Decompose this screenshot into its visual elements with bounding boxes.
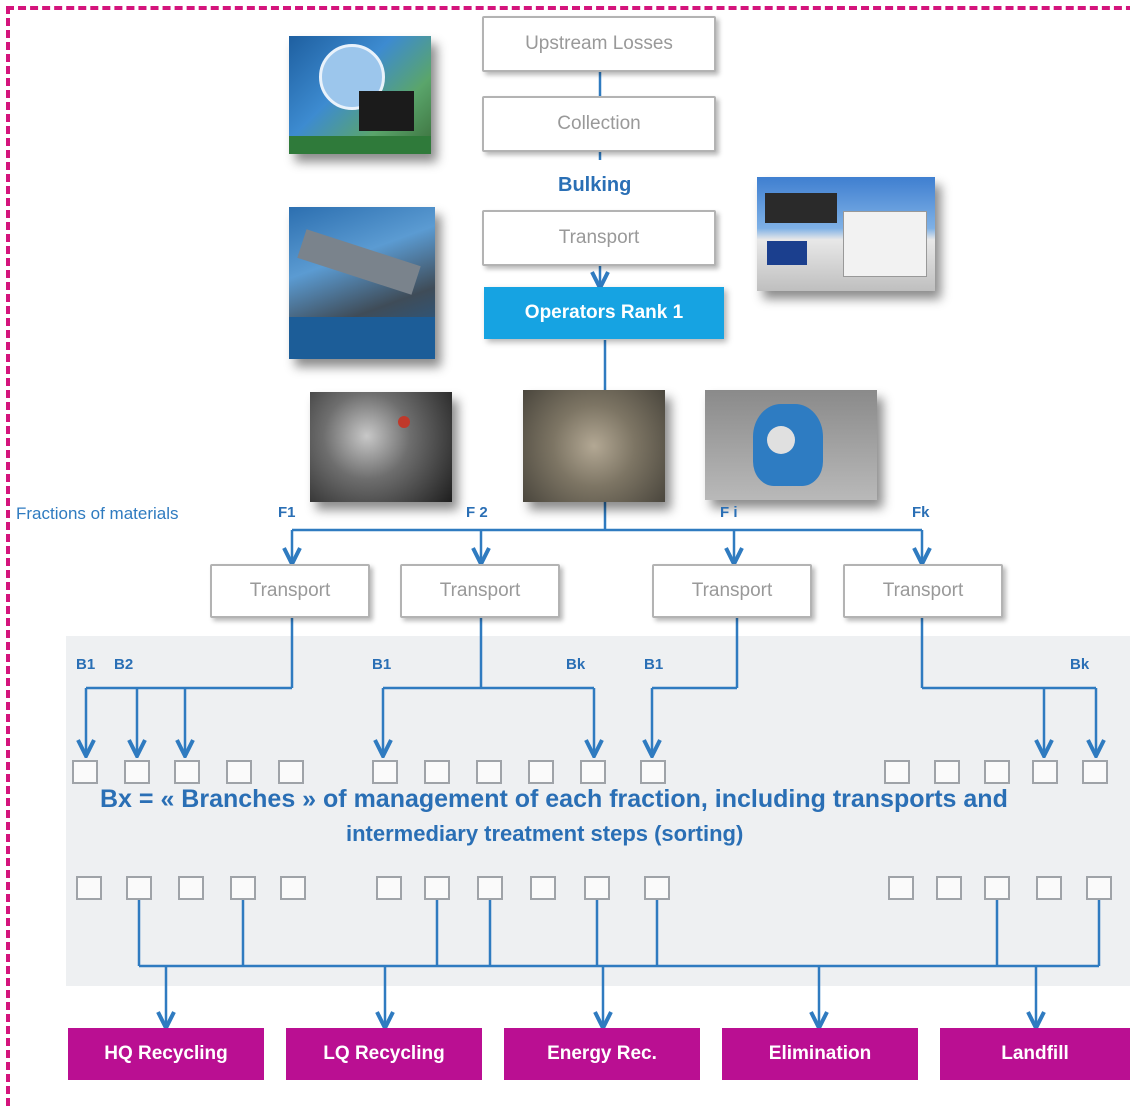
branch-square [174, 760, 200, 784]
branch-square [424, 760, 450, 784]
collection-bin-photo [289, 36, 431, 154]
branch-square [644, 876, 670, 900]
fraction-fi-label: F i [720, 504, 738, 521]
branch-square [530, 876, 556, 900]
fractions-label: Fractions of materials [16, 504, 179, 523]
transport-fk-box: Transport [843, 564, 1003, 618]
branch-square [477, 876, 503, 900]
operators-rank-1-box: Operators Rank 1 [484, 287, 724, 339]
branch-square [984, 760, 1010, 784]
operators-rank-1-label: Operators Rank 1 [524, 302, 684, 323]
transport-main-box: Transport [482, 210, 716, 266]
branch-label-b1-f1: B1 [76, 656, 96, 673]
branches-caption-line1: Bx = « Branches » of management of each … [100, 785, 1008, 813]
upstream-losses-label: Upstream Losses [525, 33, 673, 54]
branch-square [984, 876, 1010, 900]
branch-label-b1-f2: B1 [372, 656, 392, 673]
hq-recycling-box: HQ Recycling [68, 1028, 264, 1080]
branch-square [584, 876, 610, 900]
branch-square [936, 876, 962, 900]
fraction-f1-label: F1 [278, 504, 296, 521]
branch-square [888, 876, 914, 900]
branch-square [640, 760, 666, 784]
branch-square [580, 760, 606, 784]
energy-recovery-box: Energy Rec. [504, 1028, 700, 1080]
metal-chips-photo [523, 390, 665, 502]
branch-square [1036, 876, 1062, 900]
branch-square [226, 760, 252, 784]
collection-label: Collection [557, 113, 641, 134]
transport-f2-box: Transport [400, 564, 560, 618]
branch-label-b1-fi: B1 [644, 656, 664, 673]
elimination-label: Elimination [768, 1043, 872, 1064]
landfill-box: Landfill [940, 1028, 1130, 1080]
collection-box: Collection [482, 96, 716, 152]
transport-fi-label: Transport [691, 580, 773, 601]
branch-square [376, 876, 402, 900]
transport-f1-label: Transport [249, 580, 331, 601]
fraction-f2-label: F 2 [466, 504, 488, 521]
branch-label-b2-f1: B2 [114, 656, 134, 673]
transport-fi-box: Transport [652, 564, 812, 618]
branch-square [178, 876, 204, 900]
sorting-line-photo [289, 207, 435, 359]
branch-square [1032, 760, 1058, 784]
branch-square [72, 760, 98, 784]
branch-square [230, 876, 256, 900]
bulking-label: Bulking [558, 174, 632, 196]
upstream-losses-box: Upstream Losses [482, 16, 716, 72]
branch-square [124, 760, 150, 784]
dashed-frame [6, 6, 1130, 1106]
branch-square [528, 760, 554, 784]
fraction-fk-label: Fk [912, 504, 930, 521]
branch-square [476, 760, 502, 784]
lq-recycling-box: LQ Recycling [286, 1028, 482, 1080]
elimination-box: Elimination [722, 1028, 918, 1080]
branch-square [76, 876, 102, 900]
branch-square [126, 876, 152, 900]
branches-caption-line2: intermediary treatment steps (sorting) [346, 821, 744, 846]
transport-main-label: Transport [558, 227, 640, 248]
branch-square [884, 760, 910, 784]
glove-granules-photo [705, 390, 877, 500]
branch-square [372, 760, 398, 784]
branch-square [934, 760, 960, 784]
hq-recycling-label: HQ Recycling [104, 1043, 228, 1064]
branch-label-bk-fk: Bk [1070, 656, 1090, 673]
branch-label-bk-f2: Bk [566, 656, 586, 673]
transport-f2-label: Transport [439, 580, 521, 601]
branch-square [1082, 760, 1108, 784]
energy-recovery-label: Energy Rec. [547, 1043, 657, 1064]
branch-square [280, 876, 306, 900]
branch-square [278, 760, 304, 784]
truck-photo [757, 177, 935, 291]
lq-recycling-label: LQ Recycling [323, 1043, 445, 1064]
shredded-metal-photo [310, 392, 452, 502]
branch-square [424, 876, 450, 900]
transport-f1-box: Transport [210, 564, 370, 618]
branch-square [1086, 876, 1112, 900]
transport-fk-label: Transport [882, 580, 964, 601]
landfill-label: Landfill [1001, 1043, 1069, 1064]
